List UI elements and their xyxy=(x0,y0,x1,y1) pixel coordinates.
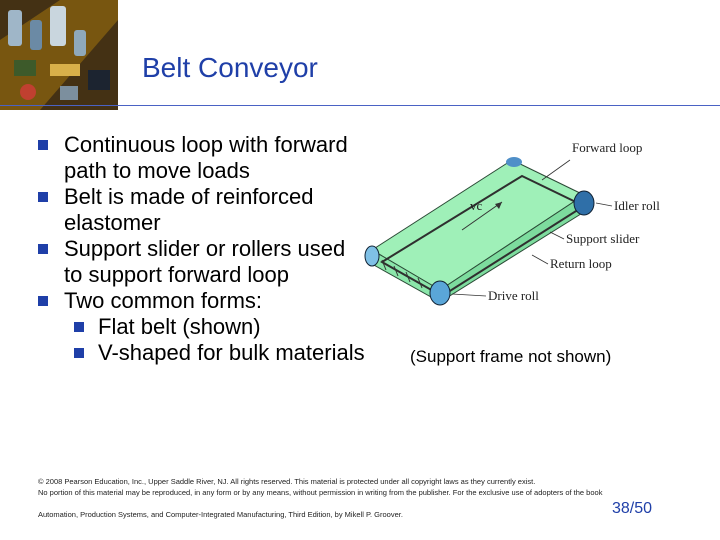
sub-bullet-item: Flat belt (shown) xyxy=(38,314,368,340)
diagram-caption: (Support frame not shown) xyxy=(410,347,612,366)
book-citation: Automation, Production Systems, and Comp… xyxy=(38,510,403,519)
bullet-square-icon xyxy=(38,296,48,306)
copyright-line: No portion of this material may be repro… xyxy=(38,488,603,497)
bullet-text: Flat belt (shown) xyxy=(98,314,261,339)
return-loop-label: Return loop xyxy=(550,256,612,271)
bullet-text: Continuous loop with forward path to mov… xyxy=(64,132,348,183)
bullet-list: Continuous loop with forward path to mov… xyxy=(38,132,368,366)
idler-roll-label: Idler roll xyxy=(614,198,660,213)
sub-bullet-item: V-shaped for bulk materials xyxy=(38,340,368,366)
page-number: 38/50 xyxy=(611,500,652,517)
slide-title: Belt Conveyor xyxy=(142,52,318,83)
bullet-square-icon xyxy=(74,348,84,358)
bullet-item: Belt is made of reinforced elastomer xyxy=(38,184,368,236)
bullet-item: Two common forms: xyxy=(38,288,368,314)
bullet-square-icon xyxy=(74,322,84,332)
bullet-square-icon xyxy=(38,244,48,254)
drive-roll-label: Drive roll xyxy=(488,288,539,303)
copyright-notice: © 2008 Pearson Education, Inc., Upper Sa… xyxy=(38,476,602,498)
bullet-item: Continuous loop with forward path to mov… xyxy=(38,132,368,184)
bullet-text: Belt is made of reinforced elastomer xyxy=(64,184,314,235)
velocity-label: vc xyxy=(470,198,483,213)
bullet-item: Support slider or rollers used to suppor… xyxy=(38,236,368,288)
corner-photo xyxy=(0,0,118,110)
bullet-text: Two common forms: xyxy=(64,288,263,313)
bullet-square-icon xyxy=(38,192,48,202)
title-divider xyxy=(0,105,720,106)
bullet-text: V-shaped for bulk materials xyxy=(98,340,365,365)
bullet-square-icon xyxy=(38,140,48,150)
forward-loop-label: Forward loop xyxy=(572,140,642,155)
belt-conveyor-diagram: vc Forward loop Idler roll Support slide… xyxy=(352,140,672,310)
copyright-line: © 2008 Pearson Education, Inc., Upper Sa… xyxy=(38,477,536,486)
support-slider-label: Support slider xyxy=(566,231,640,246)
bullet-text: Support slider or rollers used to suppor… xyxy=(64,236,346,287)
